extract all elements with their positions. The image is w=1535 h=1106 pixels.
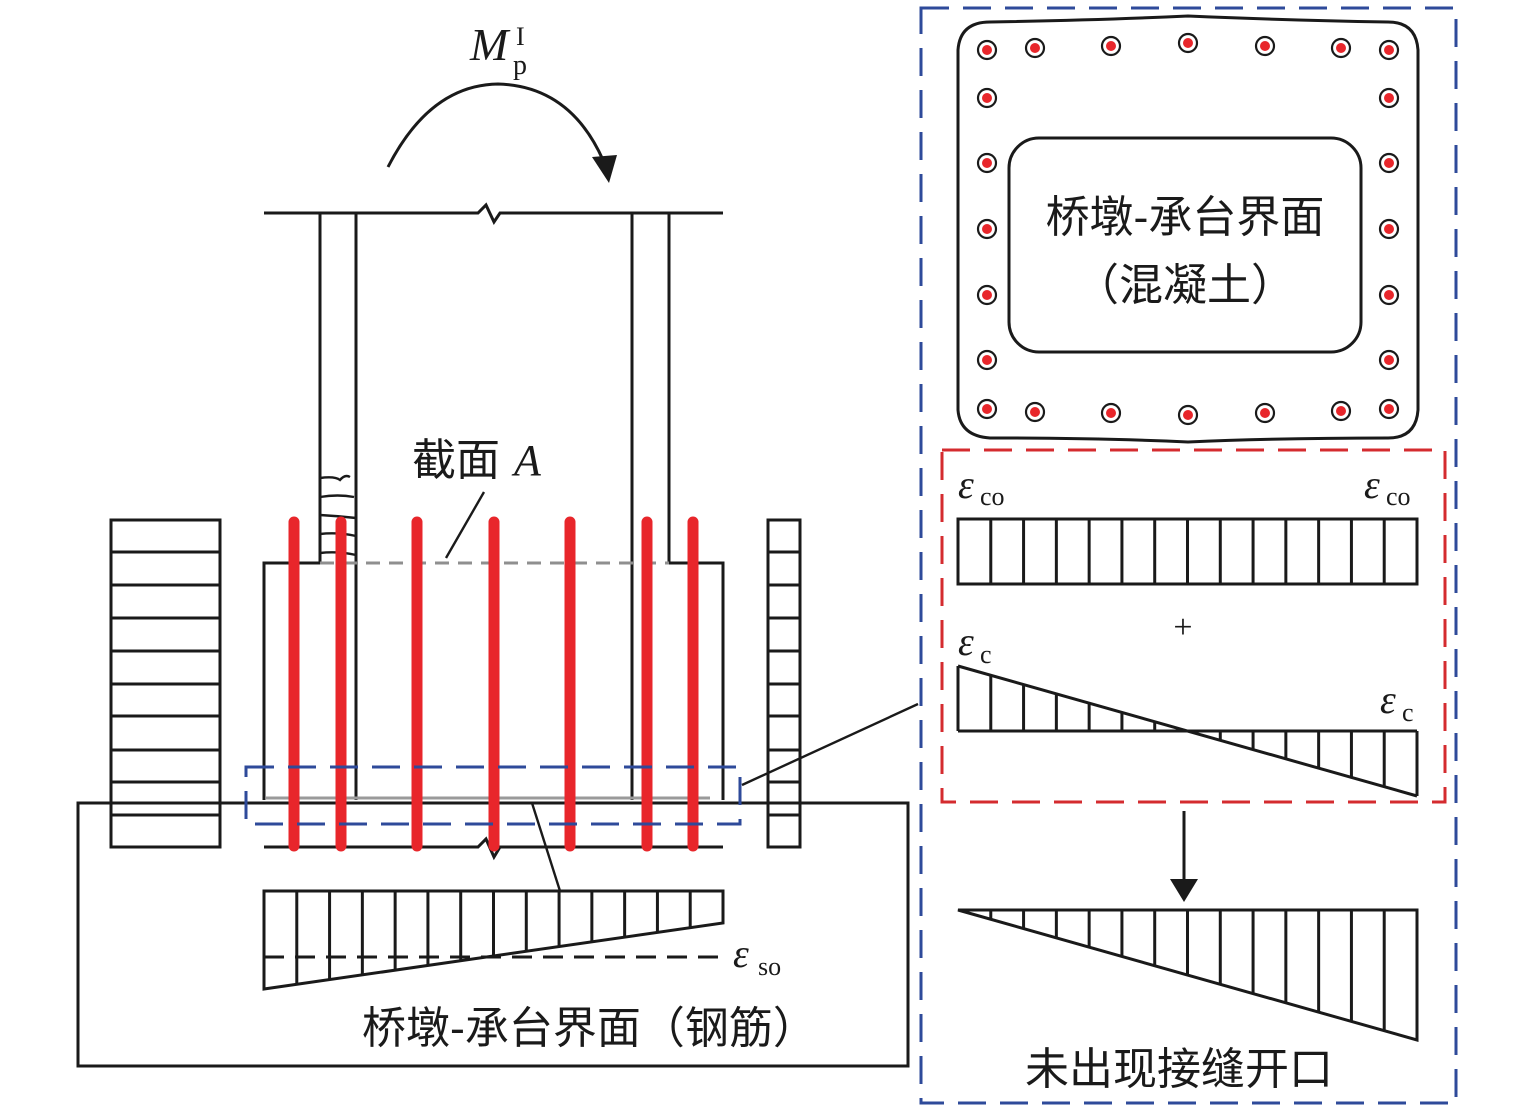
rebar-dot (1336, 43, 1346, 53)
socket-outline (262, 561, 725, 800)
rebar-dot (982, 93, 992, 103)
moment-arrowhead (592, 155, 617, 183)
rebar-dot (982, 290, 992, 300)
rebar-dot (1384, 355, 1394, 365)
uniform-strain-label-right: ε (1364, 462, 1380, 507)
plus-sign: + (1173, 609, 1192, 646)
linear-strain-label-left-sub: c (980, 640, 992, 669)
moment-label-sup: I (516, 22, 525, 51)
uniform-strain-label-right-sub: co (1386, 482, 1411, 511)
rebar-dot (1106, 408, 1116, 418)
section-a-label: 截面 A (412, 435, 542, 486)
linear-strain-label-left: ε (958, 619, 974, 664)
result-label: 未出现接缝开口 (1025, 1044, 1333, 1095)
rebar-dot (982, 355, 992, 365)
rebar-dot (1384, 93, 1394, 103)
steel-strain-label-sub: so (758, 952, 781, 981)
linear-strain-slope (957, 664, 1418, 798)
rebar-dot (1183, 38, 1193, 48)
linear-strain-label-right: ε (1380, 677, 1396, 722)
steel-strain-diagram (262, 889, 725, 991)
uniform-strain-diagram (956, 517, 1419, 586)
interface-steel-label: 桥墩-承台界面（钢筋） (362, 1003, 817, 1054)
steel-strain-label: ε (733, 931, 749, 976)
right-stack-block (766, 518, 802, 849)
rebar-dot (982, 158, 992, 168)
result-arrow-head (1170, 879, 1198, 902)
linear-strain-label-right-sub: c (1402, 698, 1414, 727)
rebar-dot (982, 224, 992, 234)
cross-section-title-2: （混凝土） (1075, 260, 1295, 311)
rebar-dot (1384, 45, 1394, 55)
rebar-dot (1384, 224, 1394, 234)
rebar-dot (1030, 43, 1040, 53)
rebar-dot (1260, 408, 1270, 418)
right-panel-frame (919, 6, 1458, 1105)
rebar-dot (1106, 41, 1116, 51)
pile-cap (76, 801, 910, 1068)
left-panel: M p I 截面 A (76, 19, 919, 1068)
moment-label-sub: p (513, 50, 527, 81)
rebar-dot (1183, 410, 1193, 420)
rebar-group (288, 516, 699, 852)
rebar-dots (976, 32, 1400, 426)
cross-section-outline (956, 14, 1420, 444)
uniform-strain-label-left-sub: co (980, 482, 1005, 511)
rebar-dot (1030, 407, 1040, 417)
moment-label: M (469, 19, 511, 70)
rebar-dot (1384, 158, 1394, 168)
rebar-dot (982, 45, 992, 55)
result-strain-diagram (957, 908, 1419, 1042)
uniform-strain-label-left: ε (958, 462, 974, 507)
left-stack-block (109, 518, 222, 849)
linear-strain-diagram (956, 664, 1419, 798)
rebar-dot (982, 404, 992, 414)
hollow-core (1007, 136, 1363, 354)
rebar-dot (1260, 41, 1270, 51)
leader-to-strain (530, 802, 562, 892)
superposition-box (940, 448, 1447, 804)
moment-arc (386, 82, 605, 168)
cross-section: 桥墩-承台界面 （混凝土） (956, 14, 1420, 444)
zoom-connector (741, 702, 919, 787)
section-a-leader (444, 491, 486, 559)
rebar-dot (1384, 290, 1394, 300)
top-break-line (264, 202, 723, 226)
rebar-dot (1336, 406, 1346, 416)
rebar-dot (1384, 404, 1394, 414)
zoom-region-box (244, 765, 742, 826)
cross-section-title-1: 桥墩-承台界面 (1046, 192, 1325, 243)
